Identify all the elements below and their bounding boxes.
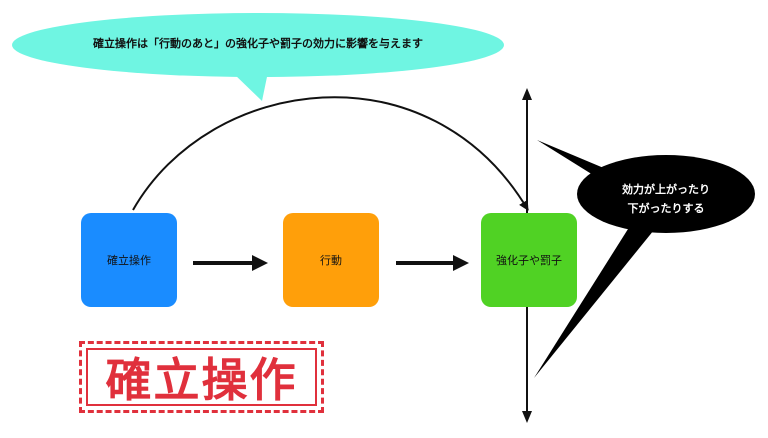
behavior-box: 行動 bbox=[283, 213, 379, 307]
establishing-operation-stamp-text: 確立操作 bbox=[105, 353, 298, 407]
behavior-label: 行動 bbox=[320, 254, 342, 267]
arrow-behavior-to-reinforcer bbox=[396, 255, 469, 271]
top-speech-bubble bbox=[12, 13, 504, 101]
reinforcer-punisher-box: 強化子や罰子 bbox=[481, 213, 577, 307]
right-bubble-text: 効力が上がったり 下がったりする bbox=[591, 180, 741, 218]
right-bubble-line-1: 効力が上がったり bbox=[622, 183, 710, 196]
right-speech-bubble bbox=[534, 140, 755, 378]
influence-arc bbox=[132, 96, 529, 211]
establishing-operation-box: 確立操作 bbox=[81, 213, 177, 307]
top-bubble-text: 確立操作は「行動のあと」の強化子や罰子の効力に影響を与えます bbox=[93, 37, 423, 50]
reinforcer-punisher-label: 強化子や罰子 bbox=[496, 254, 562, 267]
arrow-establishing-to-behavior bbox=[193, 255, 268, 271]
establishing-operation-stamp: 確立操作 bbox=[79, 341, 324, 413]
right-bubble-line-2: 下がったりする bbox=[627, 202, 705, 215]
establishing-operation-label: 確立操作 bbox=[107, 254, 151, 267]
